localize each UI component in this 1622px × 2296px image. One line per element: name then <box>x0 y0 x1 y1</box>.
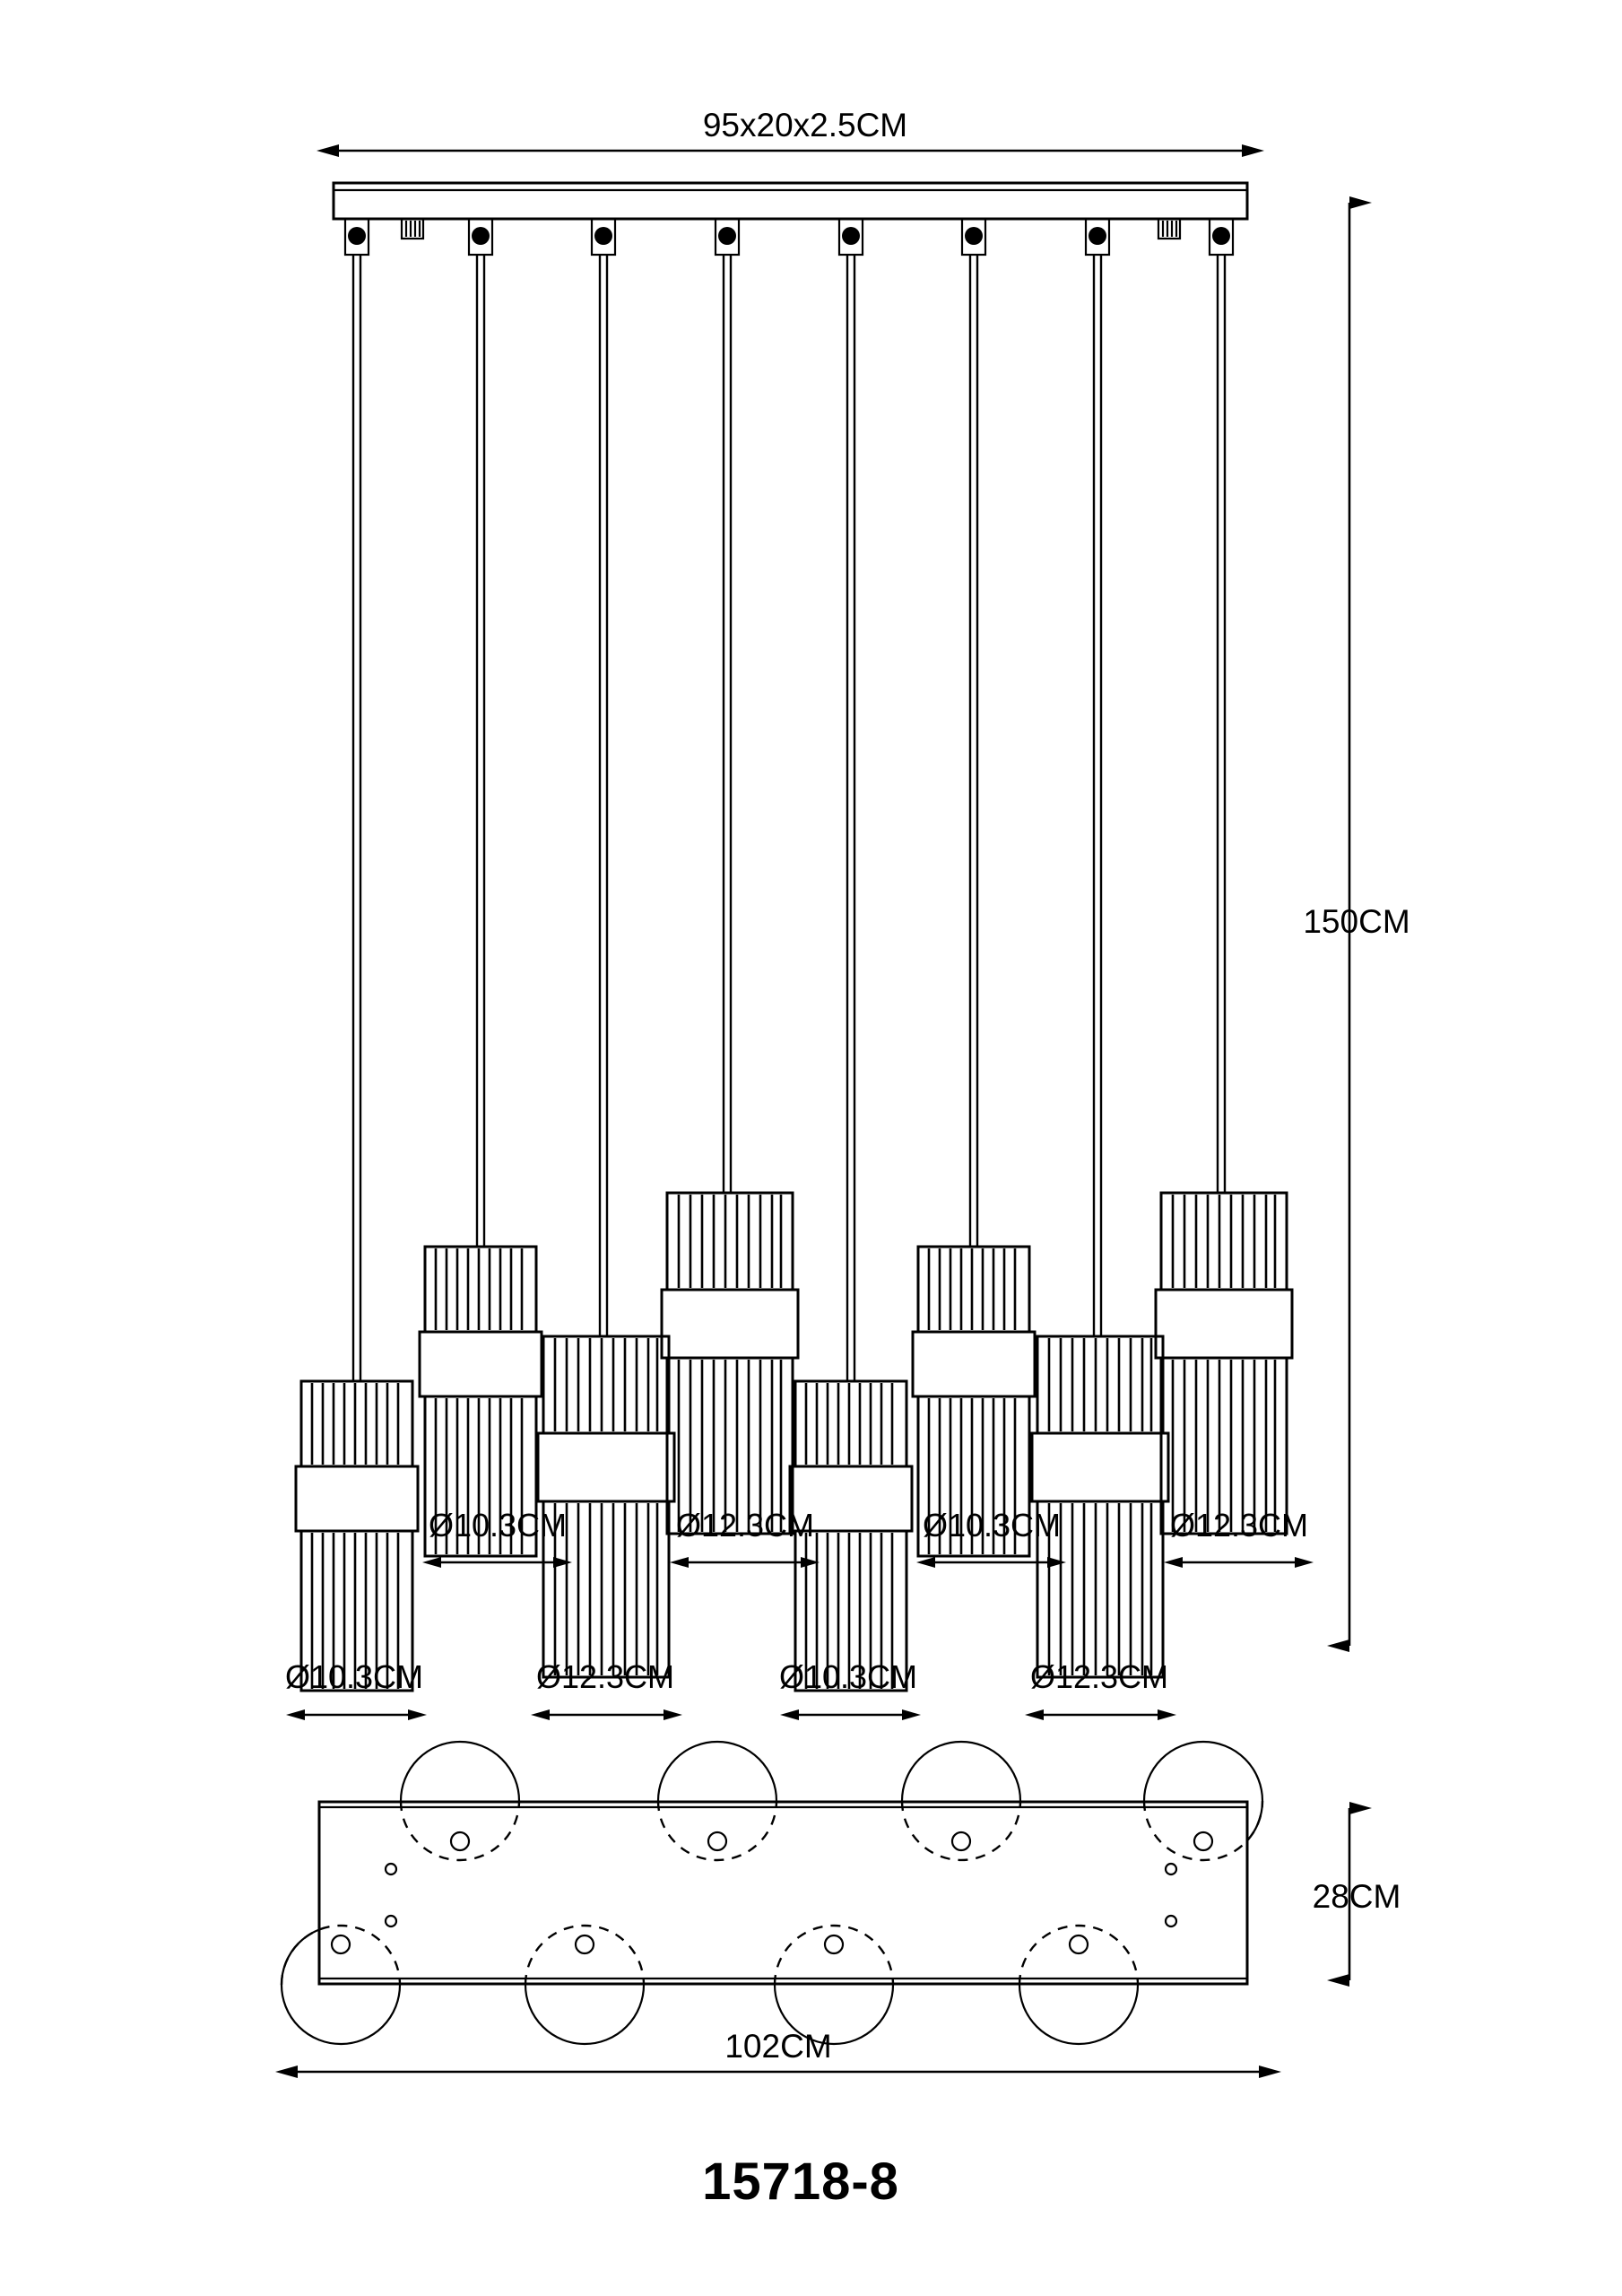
plan-depth-dimension-group: 28CM <box>1313 1802 1401 1987</box>
plan-screw-hole <box>384 1914 398 1928</box>
drop-height-label: 150CM <box>1303 903 1409 940</box>
shade-diameter-label-lower-2: Ø12.3CM <box>531 1658 682 1720</box>
shade-diameter-label-upper-3: Ø10.3CM <box>916 1507 1066 1568</box>
plan-screw-hole <box>1164 1914 1178 1928</box>
canopy-nipple <box>400 217 425 240</box>
shade-diameter-label-lower-3: Ø10.3CM <box>779 1658 921 1720</box>
cord-connectors <box>343 217 1235 257</box>
pendant-2 <box>418 255 543 1558</box>
svg-text:Ø10.3CM: Ø10.3CM <box>285 1658 423 1695</box>
plan-center-hole <box>823 1934 845 1955</box>
svg-text:Ø12.3CM: Ø12.3CM <box>536 1658 674 1695</box>
plan-width-dimension-group: 102CM <box>275 2028 1281 2078</box>
pendant-3 <box>536 255 676 1679</box>
shade-diameter-label-upper-2: Ø12.3CM <box>670 1507 820 1568</box>
connector-block <box>837 217 864 257</box>
plan-center-hole <box>1193 1831 1214 1852</box>
svg-text:Ø10.3CM: Ø10.3CM <box>779 1658 917 1695</box>
plan-center-hole <box>574 1934 595 1955</box>
canopy-size-label: 95x20x2.5CM <box>703 107 907 144</box>
shade-diameter-labels-lower: Ø10.3CM Ø12.3CM Ø10.3CM Ø12.3CM <box>285 1658 1176 1720</box>
shade-diameter-label-upper-1: Ø10.3CM <box>422 1507 572 1568</box>
plan-center-hole <box>707 1831 728 1852</box>
svg-text:Ø12.3CM: Ø12.3CM <box>676 1507 814 1544</box>
shade-diameter-label-upper-4: Ø12.3CM <box>1164 1507 1314 1568</box>
plan-screw-hole <box>384 1862 398 1876</box>
connector-block <box>590 217 617 257</box>
pendant-4 <box>660 255 800 1535</box>
model-number-label: 15718-8 <box>702 2152 899 2211</box>
pendant-8 <box>1154 255 1294 1535</box>
plan-center-hole <box>330 1934 351 1955</box>
canopy-bar <box>332 181 1249 221</box>
connector-block <box>1208 217 1235 257</box>
shade-diameter-label-lower-4: Ø12.3CM <box>1025 1658 1176 1720</box>
canopy-nipple <box>1157 217 1182 240</box>
plan-center-hole <box>1068 1934 1089 1955</box>
svg-text:Ø10.3CM: Ø10.3CM <box>429 1507 567 1544</box>
connector-block <box>714 217 741 257</box>
pendant-5 <box>788 255 914 1692</box>
plan-width-label: 102CM <box>724 2028 831 2065</box>
pendant-1 <box>294 255 420 1692</box>
top-dimension-group: 95x20x2.5CM <box>317 107 1264 157</box>
svg-text:Ø12.3CM: Ø12.3CM <box>1170 1507 1308 1544</box>
connector-block <box>960 217 987 257</box>
drop-height-dimension-group: 150CM <box>1303 196 1410 1652</box>
pendant-7 <box>1030 255 1170 1679</box>
plan-center-hole <box>449 1831 471 1852</box>
connector-block <box>1084 217 1111 257</box>
svg-text:Ø10.3CM: Ø10.3CM <box>923 1507 1061 1544</box>
plan-screw-hole <box>1164 1862 1178 1876</box>
connector-block <box>343 217 370 257</box>
plan-center-hole <box>950 1831 972 1852</box>
pendant-6 <box>911 255 1037 1558</box>
svg-text:Ø12.3CM: Ø12.3CM <box>1030 1658 1168 1695</box>
shade-diameter-labels-upper: Ø10.3CM Ø12.3CM Ø10.3CM Ø12.3CM <box>422 1507 1314 1568</box>
shade-diameter-label-lower-1: Ø10.3CM <box>285 1658 427 1720</box>
connector-block <box>467 217 494 257</box>
plan-view <box>280 1740 1264 2046</box>
plan-depth-label: 28CM <box>1313 1878 1401 1915</box>
